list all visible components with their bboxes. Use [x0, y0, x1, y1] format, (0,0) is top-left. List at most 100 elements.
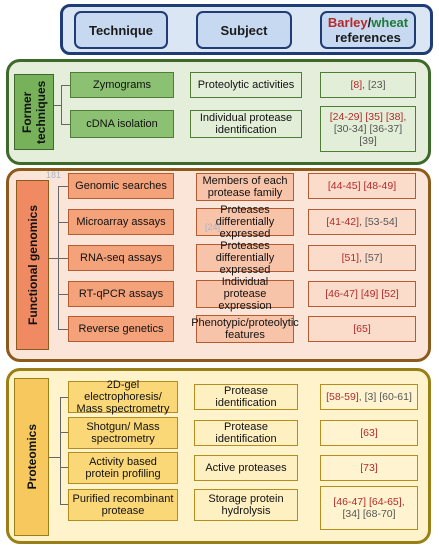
reference-run: [35]	[365, 111, 383, 123]
proteomics-row-2-references: [63]	[320, 420, 418, 446]
proteomics-row-4-technique: Purified recombinant protease	[68, 489, 178, 521]
references-text: [46-47] [49] [52]	[325, 288, 399, 300]
proteomics-row-1-references: [58-59], [3] [60-61]	[320, 384, 418, 410]
subject-header-label: Subject	[220, 22, 268, 38]
proteomics-row-2-technique: Shotgun/ Mass spectrometry	[68, 417, 178, 449]
proteomics-row-3-references: [73]	[320, 455, 418, 481]
functional-row-5-subject: Phenotypic/proteolytic features	[191, 315, 299, 343]
functional-connector-stub	[49, 258, 59, 259]
functional-connector-row1	[58, 186, 68, 187]
technique-text: 2D-gel electrophoresis/ Mass spectrometr…	[76, 379, 170, 415]
proteomics-label: Proteomics	[14, 378, 49, 536]
reference-run: [8]	[350, 79, 363, 91]
technique-text: Activity based protein profiling	[85, 456, 161, 480]
functional-connector-row4	[58, 294, 68, 295]
reference-run: [46-47]	[333, 496, 367, 508]
reference-run: [64-65]	[369, 496, 402, 508]
reference-run: , [53-54]	[359, 216, 398, 228]
references-text: [8], [23]	[350, 79, 385, 91]
references-text: [44-45] [48-49]	[328, 180, 396, 192]
reference-run: [63]	[360, 427, 378, 439]
functional-genomics-text: Functional genomics	[25, 204, 40, 325]
proteomics-row-3-technique: Activity based protein profiling	[68, 452, 178, 484]
reference-run: [58-59]	[326, 391, 359, 403]
reference-run: ,	[362, 79, 368, 91]
proteomics-row-2-subject: Protease identification	[194, 420, 298, 446]
proteomics-connector-row2	[60, 432, 68, 433]
technique-text: Genomic searches	[75, 180, 167, 192]
references-text: [41-42], [53-54]	[326, 216, 397, 228]
functional-genomics-label: Functional genomics	[16, 180, 49, 350]
former-techniques-label: Former techniques	[14, 74, 54, 150]
technique-text: Zymograms	[92, 79, 152, 91]
references-text: [73]	[360, 462, 378, 474]
proteomics-connector-row4	[60, 504, 68, 505]
former-row-1-references: [8], [23]	[320, 72, 416, 98]
proteomics-row-3-subject: Active proteases	[194, 455, 298, 481]
former-row-2-subject: Individual protease identification	[190, 110, 302, 138]
barley-label: Barley	[327, 15, 368, 30]
technique-header-label: Technique	[88, 22, 154, 38]
technique-text: RT-qPCR assays	[78, 288, 164, 300]
slash-label: /	[367, 15, 372, 30]
functional-row-3-subject: Proteases differentially expressed	[196, 240, 294, 276]
technique-text: Microarray assays	[76, 216, 166, 228]
proteomics-connector-row3	[60, 467, 68, 468]
functional-connector-row5	[58, 329, 68, 330]
functional-row-4-references: [46-47] [49] [52]	[308, 281, 416, 307]
subject-text: Members of each protease family	[202, 175, 288, 199]
proteomics-row-4-subject: Storage protein hydrolysis	[194, 489, 298, 521]
former-row-2-technique: cDNA isolation	[70, 110, 174, 138]
subject-text: Individual protease identification	[199, 112, 293, 136]
references-label: references	[335, 30, 401, 45]
former-connector-row1	[61, 85, 70, 86]
references-text: [51], [57]	[342, 252, 383, 264]
subject-text: Phenotypic/proteolytic features	[191, 317, 299, 341]
reference-run: [41-42]	[326, 216, 360, 228]
reference-run: [73]	[360, 462, 378, 474]
reference-run: [51]	[341, 252, 360, 264]
functional-row-2-references: [41-42], [53-54]	[308, 209, 416, 235]
reference-run: , [57]	[359, 252, 383, 264]
functional-row-2-technique: Microarray assays	[68, 209, 174, 235]
functional-row-5-technique: Reverse genetics	[68, 316, 174, 342]
faint-mark-2: [24]	[205, 222, 221, 232]
proteomics-connector-trunk	[60, 397, 61, 505]
former-connector-row2	[61, 124, 70, 125]
faint-mark-1: 181	[46, 170, 62, 180]
references-text: [63]	[360, 427, 378, 439]
technique-text: cDNA isolation	[86, 118, 158, 130]
functional-row-3-technique: RNA-seq assays	[68, 245, 174, 271]
technique-text: Shotgun/ Mass spectrometry	[86, 421, 160, 445]
proteomics-connector-stub	[49, 457, 61, 458]
references-text: [24-29] [35] [38], [30-34] [36-37] [39]	[324, 111, 412, 147]
reference-run: , [3] [60-61]	[358, 391, 412, 403]
subject-text: Proteases differentially expressed	[215, 204, 275, 240]
functional-row-5-references: [65]	[308, 316, 416, 342]
subject-text: Protease identification	[215, 421, 277, 445]
references-text: [58-59], [3] [60-61]	[326, 391, 412, 403]
reference-run: [49]	[360, 288, 379, 300]
technique-text: Purified recombinant protease	[72, 493, 174, 517]
proteomics-row-4-references: [46-47] [64-65], [34] [68-70]	[320, 486, 418, 530]
functional-row-4-subject: Individual protease expression	[196, 276, 294, 312]
proteomics-row-1-subject: Protease identification	[194, 384, 298, 410]
functional-row-1-technique: Genomic searches	[68, 173, 174, 199]
technique-header: Technique	[74, 11, 168, 49]
technique-text: Reverse genetics	[78, 323, 164, 335]
functional-row-4-technique: RT-qPCR assays	[68, 281, 174, 307]
functional-row-2-subject: Proteases differentially expressed	[196, 204, 294, 240]
subject-text: Proteolytic activities	[197, 79, 295, 91]
functional-row-1-references: [44-45] [48-49]	[308, 173, 416, 199]
functional-row-3-references: [51], [57]	[308, 245, 416, 271]
references-text: [46-47] [64-65], [34] [68-70]	[324, 496, 414, 520]
subject-text: Protease identification	[215, 385, 277, 409]
subject-header: Subject	[196, 11, 292, 49]
reference-run: [24-29]	[329, 111, 363, 123]
reference-run: , [34] [68-70]	[342, 496, 405, 520]
subject-text: Individual protease expression	[218, 276, 272, 312]
reference-run: [23]	[368, 79, 386, 91]
reference-run: [52]	[381, 288, 399, 300]
reference-run: [38]	[385, 111, 404, 123]
proteomics-row-1-technique: 2D-gel electrophoresis/ Mass spectrometr…	[68, 379, 178, 415]
